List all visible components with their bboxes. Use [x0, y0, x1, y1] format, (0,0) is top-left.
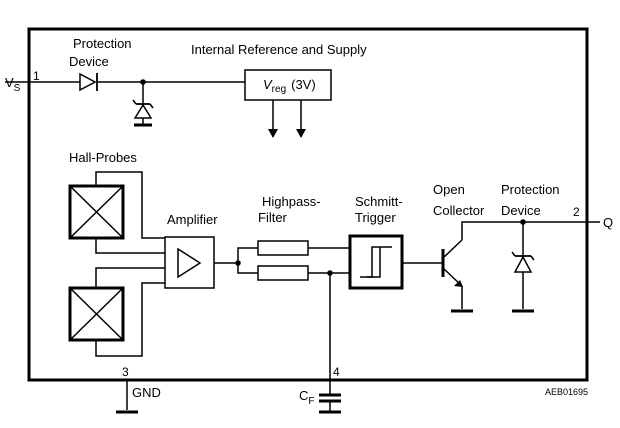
gnd-label: GND [132, 385, 161, 400]
schmitt-label: Schmitt- [355, 194, 403, 209]
hall-probe-bottom [68, 286, 125, 342]
highpass-label-2: Filter [258, 210, 288, 225]
amplifier-block [164, 236, 215, 289]
npn-transistor [441, 239, 463, 287]
protection-device-2-label-2: Device [501, 203, 541, 218]
pin-2-label: 2 [573, 205, 580, 219]
open-collector-label-2: Collector [433, 203, 485, 218]
vreg-label: Vreg(3V) [263, 77, 316, 95]
schmitt-label-2: Trigger [355, 210, 396, 225]
amplifier-label: Amplifier [167, 212, 218, 227]
open-collector-label: Open [433, 182, 465, 197]
hysteresis-icon [360, 246, 392, 278]
filter-to-trigger-wiring [308, 247, 350, 274]
probe-wiring [95, 171, 165, 357]
document-code: AEB01695 [545, 387, 588, 397]
junction-dot-2 [235, 260, 241, 266]
vs-label: VS [5, 75, 21, 94]
pin-1-label: 1 [33, 69, 40, 83]
capacitor-cf [319, 393, 341, 403]
schmitt-block [348, 234, 404, 290]
amp-to-filter-wiring [214, 247, 258, 274]
highpass-label: Highpass- [262, 194, 321, 209]
filter-resistor-bottom [257, 265, 309, 281]
protection-device-2-label: Protection [501, 182, 560, 197]
supply-arrows [268, 100, 306, 138]
protection-device-1-label: Protection [73, 36, 132, 51]
pin-3-label: 3 [122, 365, 129, 379]
internal-reference-title: Internal Reference and Supply [191, 42, 367, 57]
protection-device-1-label-2: Device [69, 54, 109, 69]
vreg-block [244, 69, 332, 101]
q-label: Q [603, 215, 613, 230]
amplifier-triangle [177, 247, 202, 279]
pin-4-label: 4 [333, 365, 340, 379]
hall-probes-label: Hall-Probes [69, 150, 137, 165]
cf-label: CF [299, 388, 315, 407]
protection-diode-1 [79, 72, 98, 92]
hall-probe-top [68, 184, 125, 240]
collector-wiring [461, 221, 587, 309]
filter-resistor-top [257, 240, 309, 256]
chip-boundary [27, 27, 589, 382]
